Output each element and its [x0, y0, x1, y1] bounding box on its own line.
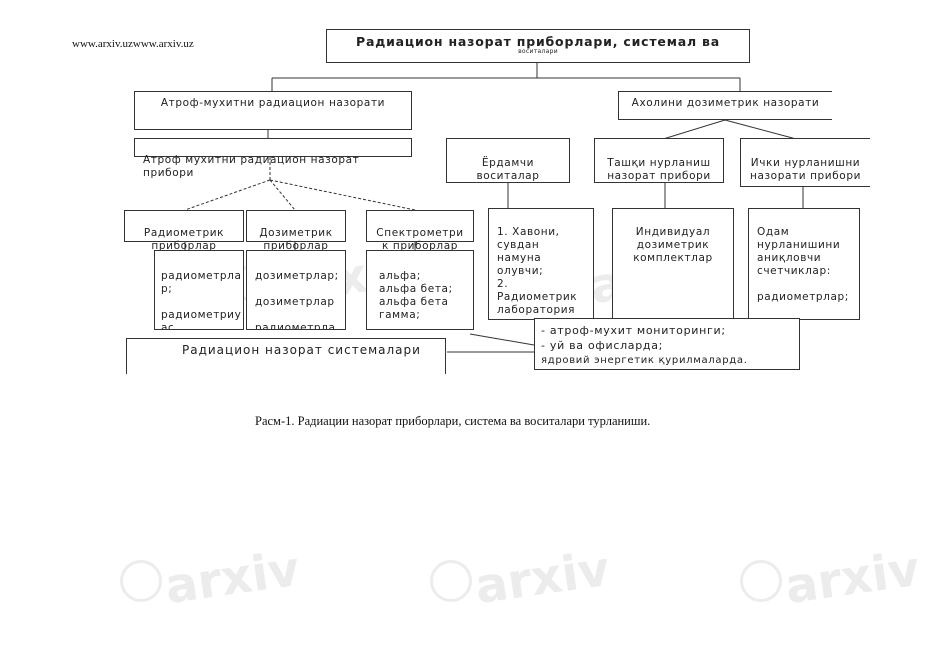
- internal-exposure-instruments-node: Ички нурланишни назорати прибори: [740, 138, 870, 187]
- diagram-title-box: Радиацион назорат приборлари, системал в…: [326, 29, 750, 63]
- figure-caption: Расм-1. Радиации назорат приборлари, сис…: [255, 414, 651, 428]
- location-item: - атроф-мухит мониторинги;: [541, 324, 726, 337]
- node-label: Ахолини дозиметрик назорати: [631, 97, 820, 109]
- node-label: Спектрометри к приборлар: [376, 227, 464, 252]
- site-watermark: www.arxiv.uzwww.arxiv.uz: [72, 38, 194, 50]
- dosimetric-instruments-node: Дозиметрик приборлар: [246, 210, 346, 252]
- human-radiation-counters-node: Одам нурланишини аниқловчи счетчиклар: р…: [748, 208, 860, 320]
- env-radiation-control-node: Атроф-мухитни радиацион назорати: [134, 91, 412, 130]
- diagram-title: Радиацион назорат приборлари, системал в…: [356, 34, 720, 49]
- radiometers-list-node: радиометрла р; радиометриу ас: [154, 250, 244, 330]
- node-label: Радиацион назорат системалари: [182, 343, 421, 357]
- location-item: - уй ва офисларда;: [541, 339, 664, 352]
- env-radiation-instruments-node: Атроф мухитни радиацион назорат прибори: [134, 138, 412, 179]
- node-label: Атроф мухитни радиацион назорат прибори: [143, 154, 360, 179]
- node-label: Дозиметрик приборлар: [259, 227, 333, 252]
- radiometric-instruments-node: Радиометрик приборлар: [124, 210, 244, 252]
- node-label: Индивидуал дозиметрик комплектлар: [633, 226, 713, 264]
- alpha-beta-gamma-list-node: альфа; альфа бета; альфа бета гамма; спе…: [366, 250, 474, 330]
- node-label: 1. Хавони, сувдан намуна олувчи; 2. Ради…: [497, 226, 578, 319]
- individual-dosimetric-kits-node: Индивидуал дозиметрик комплектлар: [612, 208, 734, 320]
- node-label: радиометрла р; радиометриу ас: [161, 270, 242, 330]
- auxiliary-means-node: Ёрдамчи воситалар: [446, 138, 570, 183]
- node-label: Ички нурланишни назорати прибори: [749, 157, 862, 182]
- control-locations-node: - атроф-мухит мониторинги; - уй ва офисл…: [534, 318, 800, 370]
- node-label: Атроф-мухитни радиацион назорати: [160, 97, 386, 109]
- dosimeters-list-node: дозиметрлар; дозиметрлар радиометрла: [246, 250, 346, 330]
- external-exposure-instruments-node: Ташқи нурланиш назорат прибори: [594, 138, 724, 183]
- diagram-title-line2: воситалари: [518, 48, 558, 55]
- node-label: дозиметрлар; дозиметрлар радиометрла: [255, 270, 339, 330]
- population-dosimetric-control-node: Ахолини дозиметрик назорати: [618, 91, 832, 120]
- auxiliary-means-list-node: 1. Хавони, сувдан намуна олувчи; 2. Ради…: [488, 208, 594, 320]
- node-label: Радиометрик приборлар: [143, 227, 225, 252]
- node-label: альфа; альфа бета; альфа бета гамма; спе…: [379, 270, 453, 321]
- node-label: Ёрдамчи воситалар: [476, 157, 540, 182]
- location-item: ядровий энергетик қурилмаларда.: [541, 355, 748, 366]
- radiation-control-systems-node: Радиацион назорат системалари: [126, 338, 446, 374]
- node-label: Одам нурланишини аниқловчи счетчиклар: р…: [757, 226, 849, 319]
- node-label: Ташқи нурланиш назорат прибори: [607, 157, 711, 182]
- spectrometric-instruments-node: Спектрометри к приборлар: [366, 210, 474, 252]
